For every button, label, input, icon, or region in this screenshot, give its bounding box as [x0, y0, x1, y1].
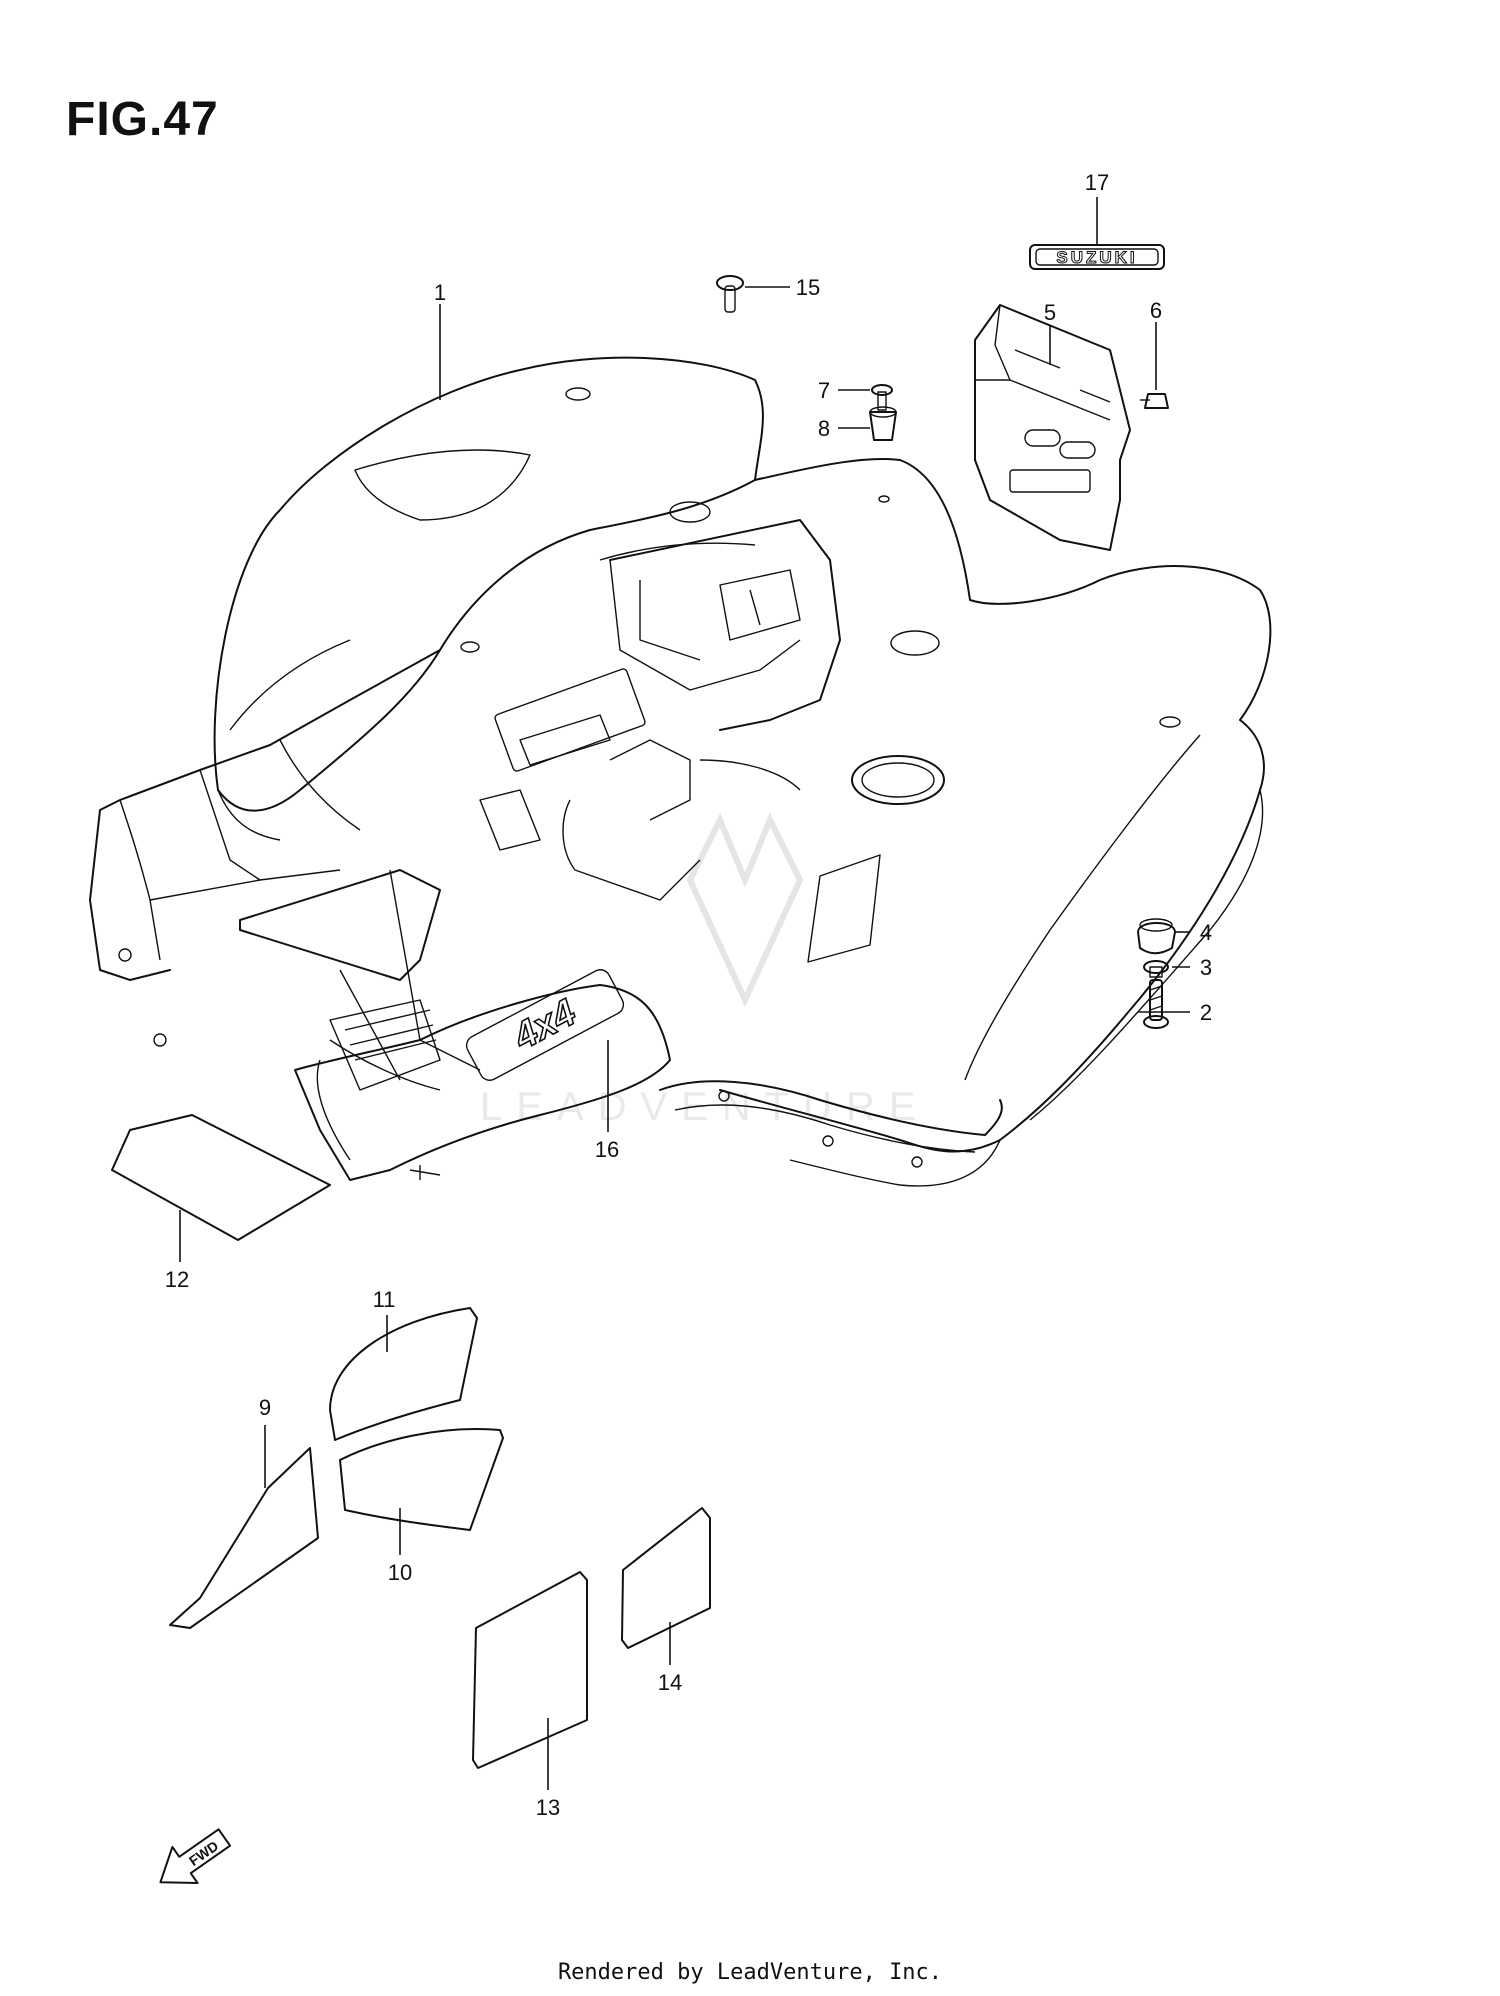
nut-8[interactable] — [869, 406, 897, 441]
callout-2[interactable]: 2 — [1200, 1000, 1212, 1025]
watermark-text: LEADVENTURE — [480, 1085, 930, 1129]
screw-7[interactable] — [871, 384, 893, 411]
callout-15[interactable]: 15 — [796, 275, 820, 300]
callout-13[interactable]: 13 — [536, 1795, 560, 1820]
decal-14[interactable] — [621, 1507, 711, 1649]
rear-fender[interactable]: 4x4 — [89, 356, 1272, 1187]
leader-lines — [179, 197, 1190, 1790]
decal-13[interactable] — [472, 1571, 588, 1769]
emblem-text: SUZUKI — [1056, 248, 1137, 267]
bolt-2[interactable] — [1143, 979, 1169, 1029]
callout-10[interactable]: 10 — [388, 1560, 412, 1585]
fwd-arrow-icon: FWD — [159, 1828, 232, 1885]
decal-11[interactable] — [329, 1307, 478, 1441]
sheet-12[interactable] — [111, 1114, 331, 1241]
callout-6[interactable]: 6 — [1150, 298, 1162, 323]
callout-17[interactable]: 17 — [1085, 170, 1109, 195]
callout-7[interactable]: 7 — [818, 378, 830, 403]
figure-title: FIG.47 — [66, 93, 219, 146]
callout-11[interactable]: 11 — [373, 1287, 396, 1312]
grommet-4[interactable] — [1137, 918, 1176, 955]
bolt-15[interactable] — [716, 275, 744, 313]
fender-badge-text: 4x4 — [506, 992, 583, 1059]
callout-4[interactable]: 4 — [1200, 920, 1212, 945]
callout-12[interactable]: 12 — [165, 1267, 189, 1292]
rear-panel-bracket[interactable] — [974, 304, 1131, 551]
callout-5[interactable]: 5 — [1044, 300, 1056, 325]
decal-10[interactable] — [339, 1428, 504, 1531]
callout-3[interactable]: 3 — [1200, 955, 1212, 980]
clip-6[interactable] — [1140, 393, 1169, 409]
decal-9[interactable] — [169, 1447, 319, 1629]
callout-14[interactable]: 14 — [658, 1670, 682, 1695]
emblem-17[interactable]: SUZUKI — [1029, 244, 1165, 270]
footer-credit: Rendered by LeadVenture, Inc. — [557, 1960, 943, 1985]
fender-badge: 4x4 — [465, 969, 625, 1081]
callout-9[interactable]: 9 — [259, 1395, 271, 1420]
collar-3[interactable] — [1143, 960, 1169, 978]
callout-16[interactable]: 16 — [595, 1137, 619, 1162]
rear-mudflap — [329, 999, 441, 1091]
callout-8[interactable]: 8 — [818, 416, 830, 441]
callouts: 1 2 3 4 5 6 7 8 9 10 11 12 13 14 15 16 1… — [165, 170, 1212, 1820]
callout-1[interactable]: 1 — [434, 280, 446, 305]
watermark: LEADVENTURE — [480, 812, 930, 1129]
